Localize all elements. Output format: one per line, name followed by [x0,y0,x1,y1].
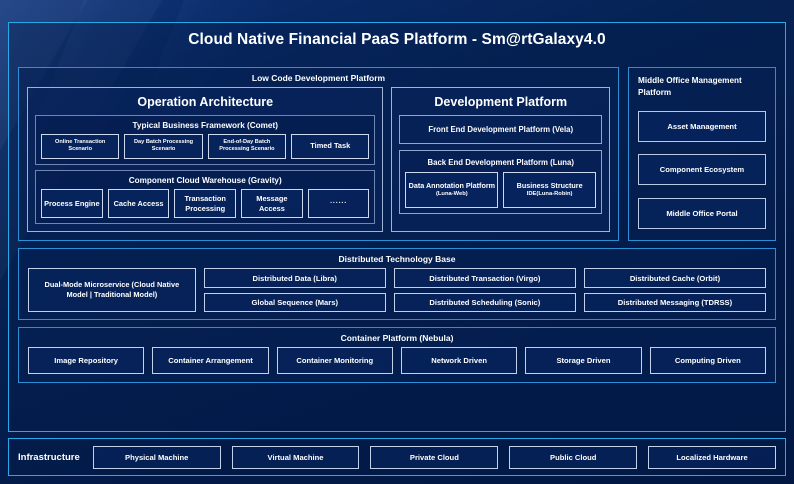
chip-label: Data Annotation Platform [408,180,496,190]
subpanel-development-platform: Development Platform Front End Developme… [391,87,610,233]
cell-storage-driven[interactable]: Storage Driven [525,347,642,375]
chip-row: Data Annotation Platform (Luna-Web) Busi… [405,172,597,208]
infrastructure-label: Infrastructure [18,451,80,463]
panel-infrastructure: Infrastructure Physical Machine Virtual … [8,438,786,476]
group-component-cloud-warehouse: Component Cloud Warehouse (Gravity) Proc… [35,169,376,225]
group-typical-business-framework: Typical Business Framework (Comet) Onlin… [35,115,376,165]
cell-private-cloud[interactable]: Private Cloud [370,445,499,469]
dtb-column-2: Distributed Transaction (Virgo) Distribu… [393,268,576,313]
chip-sublabel: IDE(Luna-Robin) [526,190,573,197]
chip-end-of-day-batch-processing-scenario[interactable]: End-of-Day Batch Processing Scenario [207,134,287,159]
chip-label: Business Structure [516,180,583,190]
distributed-tech-base-body: Dual-Mode Microservice (Cloud Native Mod… [19,268,775,319]
cell-distributed-cache[interactable]: Distributed Cache (Orbit) [583,268,767,288]
group-title: Component Cloud Warehouse (Gravity) [128,175,282,185]
container-platform-title: Container Platform (Nebula) [340,333,454,344]
low-code-title: Low Code Development Platform [251,73,386,83]
chip-row: Online Transaction Scenario Day Batch Pr… [41,134,370,159]
chip-message-access[interactable]: Message Access [241,188,303,219]
chip-data-annotation-platform[interactable]: Data Annotation Platform (Luna-Web) [405,172,499,208]
cell-container-monitoring[interactable]: Container Monitoring [276,347,393,375]
panel-low-code-development-platform: Low Code Development Platform Operation … [18,67,619,242]
dtb-column-3: Distributed Cache (Orbit) Distributed Me… [583,268,767,313]
development-platform-title: Development Platform [434,95,568,109]
item-middle-office-portal[interactable]: Middle Office Portal [638,197,766,229]
panel-container-platform: Container Platform (Nebula) Image Reposi… [18,327,776,384]
box-front-end-development-platform[interactable]: Front End Development Platform (Vela) [399,115,602,144]
cell-localized-hardware[interactable]: Localized Hardware [648,445,776,469]
group-title: Typical Business Framework (Comet) [132,121,278,130]
item-asset-management[interactable]: Asset Management [638,110,766,142]
chip-business-structure-ide[interactable]: Business Structure IDE(Luna-Robin) [503,172,597,208]
chip-sublabel: (Luna-Web) [435,190,468,197]
main-frame: Cloud Native Financial PaaS Platform - S… [8,22,786,432]
cell-dual-mode-microservice[interactable]: Dual-Mode Microservice (Cloud Native Mod… [28,268,196,313]
infrastructure-items: Physical Machine Virtual Machine Private… [92,445,776,469]
cell-distributed-data[interactable]: Distributed Data (Libra) [203,268,386,288]
middle-office-items: Asset Management Component Ecosystem Mid… [638,108,766,232]
panel-distributed-technology-base: Distributed Technology Base Dual-Mode Mi… [18,248,776,321]
chip-day-batch-processing-scenario[interactable]: Day Batch Processing Scenario [124,134,203,159]
chip-process-engine[interactable]: Process Engine [41,188,103,219]
cell-virtual-machine[interactable]: Virtual Machine [231,445,360,469]
cell-network-driven[interactable]: Network Driven [400,347,518,375]
item-component-ecosystem[interactable]: Component Ecosystem [638,154,766,186]
cell-container-arrangement[interactable]: Container Arrangement [152,347,269,375]
operation-architecture-title: Operation Architecture [137,95,274,109]
cell-distributed-messaging[interactable]: Distributed Messaging (TDRSS) [583,292,767,313]
cell-distributed-transaction[interactable]: Distributed Transaction (Virgo) [393,268,576,288]
chip-more-ellipsis[interactable]: ······ [307,188,370,219]
cell-physical-machine[interactable]: Physical Machine [92,445,221,469]
cell-distributed-scheduling[interactable]: Distributed Scheduling (Sonic) [393,292,576,313]
chip-transaction-processing[interactable]: Transaction Processing [174,188,237,219]
subpanel-operation-architecture: Operation Architecture Typical Business … [27,87,384,233]
cell-image-repository[interactable]: Image Repository [28,347,145,375]
cell-computing-driven[interactable]: Computing Driven [649,347,766,375]
page-title: Cloud Native Financial PaaS Platform - S… [188,31,606,48]
chip-row: Process Engine Cache Access Transaction … [41,188,370,219]
diagram-body: Low Code Development Platform Operation … [18,67,776,422]
cell-global-sequence[interactable]: Global Sequence (Mars) [203,292,386,313]
chip-cache-access[interactable]: Cache Access [107,188,170,219]
top-row: Low Code Development Platform Operation … [18,67,776,242]
chip-timed-task[interactable]: Timed Task [291,134,370,159]
container-platform-body: Image Repository Container Arrangement C… [19,347,775,382]
distributed-tech-base-title: Distributed Technology Base [338,254,456,265]
chip-online-transaction-scenario[interactable]: Online Transaction Scenario [41,134,120,159]
dtb-column-1: Distributed Data (Libra) Global Sequence… [203,268,386,313]
low-code-inner: Operation Architecture Typical Business … [19,87,618,240]
cell-public-cloud[interactable]: Public Cloud [509,445,638,469]
panel-middle-office-management-platform: Middle Office Management Platform Asset … [628,67,776,242]
middle-office-title: Middle Office Management Platform [638,76,742,97]
group-back-end-development-platform: Back End Development Platform (Luna) Dat… [399,150,602,214]
title-bar: Cloud Native Financial PaaS Platform - S… [9,23,785,57]
back-end-title: Back End Development Platform (Luna) [427,158,574,167]
